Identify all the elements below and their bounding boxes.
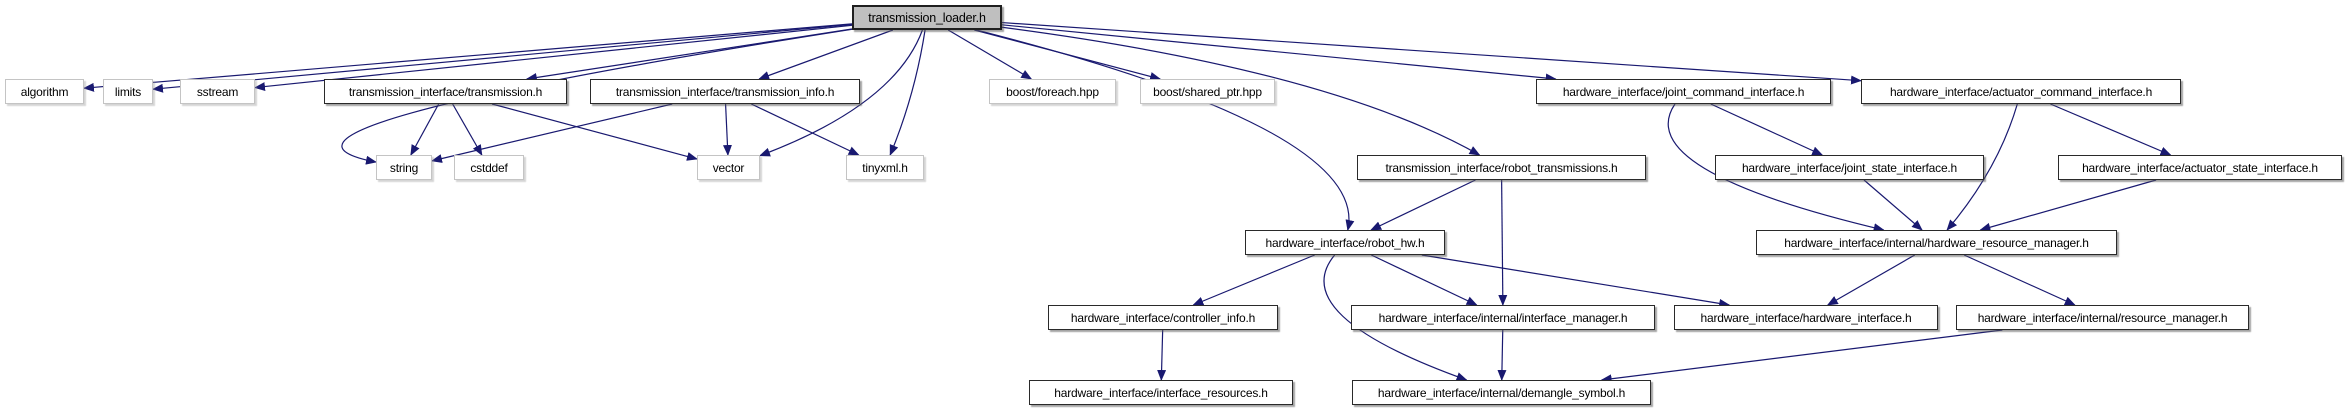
edge-root-to-algorithm bbox=[83, 23, 853, 92]
edge-robot_hw-to-interface_mgr bbox=[1371, 254, 1478, 306]
edge-robot_hw-to-demangle bbox=[1323, 254, 1468, 381]
graph-node-transmission_info[interactable]: transmission_interface/transmission_info… bbox=[590, 79, 860, 104]
graph-node-robot_transmissions[interactable]: transmission_interface/robot_transmissio… bbox=[1357, 155, 1646, 180]
graph-node-joint_state[interactable]: hardware_interface/joint_state_interface… bbox=[1715, 155, 1984, 180]
graph-node-interface_resources[interactable]: hardware_interface/interface_resources.h bbox=[1029, 380, 1293, 405]
edge-hw_resource_mgr-to-resource_mgr bbox=[1963, 254, 2076, 306]
edge-transmission_info-to-tinyxml bbox=[751, 103, 860, 156]
edge-joint_state-to-hw_resource_mgr bbox=[1863, 179, 1923, 231]
edge-hw_resource_mgr-to-hw_interface bbox=[1826, 254, 1916, 306]
graph-node-string: string bbox=[376, 155, 432, 180]
graph-node-limits: limits bbox=[103, 79, 153, 104]
edge-root-to-string bbox=[341, 28, 853, 165]
edge-robot_hw-to-hw_interface bbox=[1421, 254, 1731, 308]
edge-root-to-sstream bbox=[254, 24, 853, 92]
edge-controller_info-to-interface_resources bbox=[1157, 329, 1167, 381]
graph-node-resource_mgr[interactable]: hardware_interface/internal/resource_man… bbox=[1956, 305, 2249, 330]
edge-interface_mgr-to-demangle bbox=[1497, 329, 1507, 381]
graph-node-sstream: sstream bbox=[180, 79, 255, 104]
graph-node-foreach: boost/foreach.hpp bbox=[989, 79, 1116, 104]
graph-node-controller_info[interactable]: hardware_interface/controller_info.h bbox=[1048, 305, 1278, 330]
edge-root-to-foreach bbox=[947, 29, 1033, 80]
edge-root-to-robot_hw bbox=[976, 29, 1355, 231]
graph-node-shared_ptr: boost/shared_ptr.hpp bbox=[1140, 79, 1275, 104]
graph-node-actuator_cmd[interactable]: hardware_interface/actuator_command_inte… bbox=[1861, 79, 2181, 104]
edge-transmission_info-to-vector bbox=[722, 103, 732, 156]
graph-node-tinyxml: tinyxml.h bbox=[846, 155, 924, 180]
edge-transmission-to-string bbox=[410, 103, 440, 156]
graph-node-algorithm: algorithm bbox=[5, 79, 84, 104]
edge-root-to-limits bbox=[152, 23, 853, 93]
edge-actuator_cmd-to-hw_resource_mgr bbox=[1946, 103, 2018, 231]
graph-node-hw_resource_mgr[interactable]: hardware_interface/internal/hardware_res… bbox=[1756, 230, 2117, 255]
edge-transmission-to-vector bbox=[491, 103, 698, 161]
edge-transmission_info-to-string bbox=[431, 103, 673, 163]
edge-root-to-tinyxml bbox=[889, 29, 926, 156]
graph-node-vector: vector bbox=[697, 155, 760, 180]
edge-robot_transmissions-to-robot_hw bbox=[1370, 179, 1476, 231]
graph-node-cstddef: cstddef bbox=[454, 155, 524, 180]
edge-resource_mgr-to-demangle bbox=[1600, 329, 2003, 384]
edge-root-to-robot_transmissions bbox=[1001, 26, 1481, 156]
edge-robot_hw-to-controller_info bbox=[1192, 254, 1315, 306]
edge-robot_transmissions-to-interface_mgr bbox=[1498, 179, 1508, 306]
graph-node-actuator_state[interactable]: hardware_interface/actuator_state_interf… bbox=[2058, 155, 2342, 180]
graph-node-interface_mgr[interactable]: hardware_interface/internal/interface_ma… bbox=[1351, 305, 1655, 330]
edge-root-to-transmission_info bbox=[758, 29, 894, 80]
graph-node-robot_hw[interactable]: hardware_interface/robot_hw.h bbox=[1245, 230, 1445, 255]
edge-actuator_cmd-to-actuator_state bbox=[2050, 103, 2172, 156]
edge-root-to-actuator_cmd bbox=[1001, 21, 1862, 85]
graph-node-transmission[interactable]: transmission_interface/transmission.h bbox=[324, 79, 567, 104]
graph-node-joint_cmd[interactable]: hardware_interface/joint_command_interfa… bbox=[1536, 79, 1831, 104]
edge-actuator_state-to-hw_resource_mgr bbox=[1979, 179, 2157, 232]
edge-root-to-vector bbox=[759, 29, 923, 157]
graph-node-demangle[interactable]: hardware_interface/internal/demangle_sym… bbox=[1352, 380, 1651, 405]
edge-joint_cmd-to-joint_state bbox=[1710, 103, 1824, 156]
graph-node-hw_interface[interactable]: hardware_interface/hardware_interface.h bbox=[1674, 305, 1938, 330]
edge-root-to-joint_cmd bbox=[1001, 24, 1557, 83]
graph-node-root: transmission_loader.h bbox=[852, 5, 1002, 30]
edge-joint_cmd-to-hw_resource_mgr bbox=[1667, 103, 1885, 233]
edge-transmission-to-cstddef bbox=[452, 103, 483, 156]
